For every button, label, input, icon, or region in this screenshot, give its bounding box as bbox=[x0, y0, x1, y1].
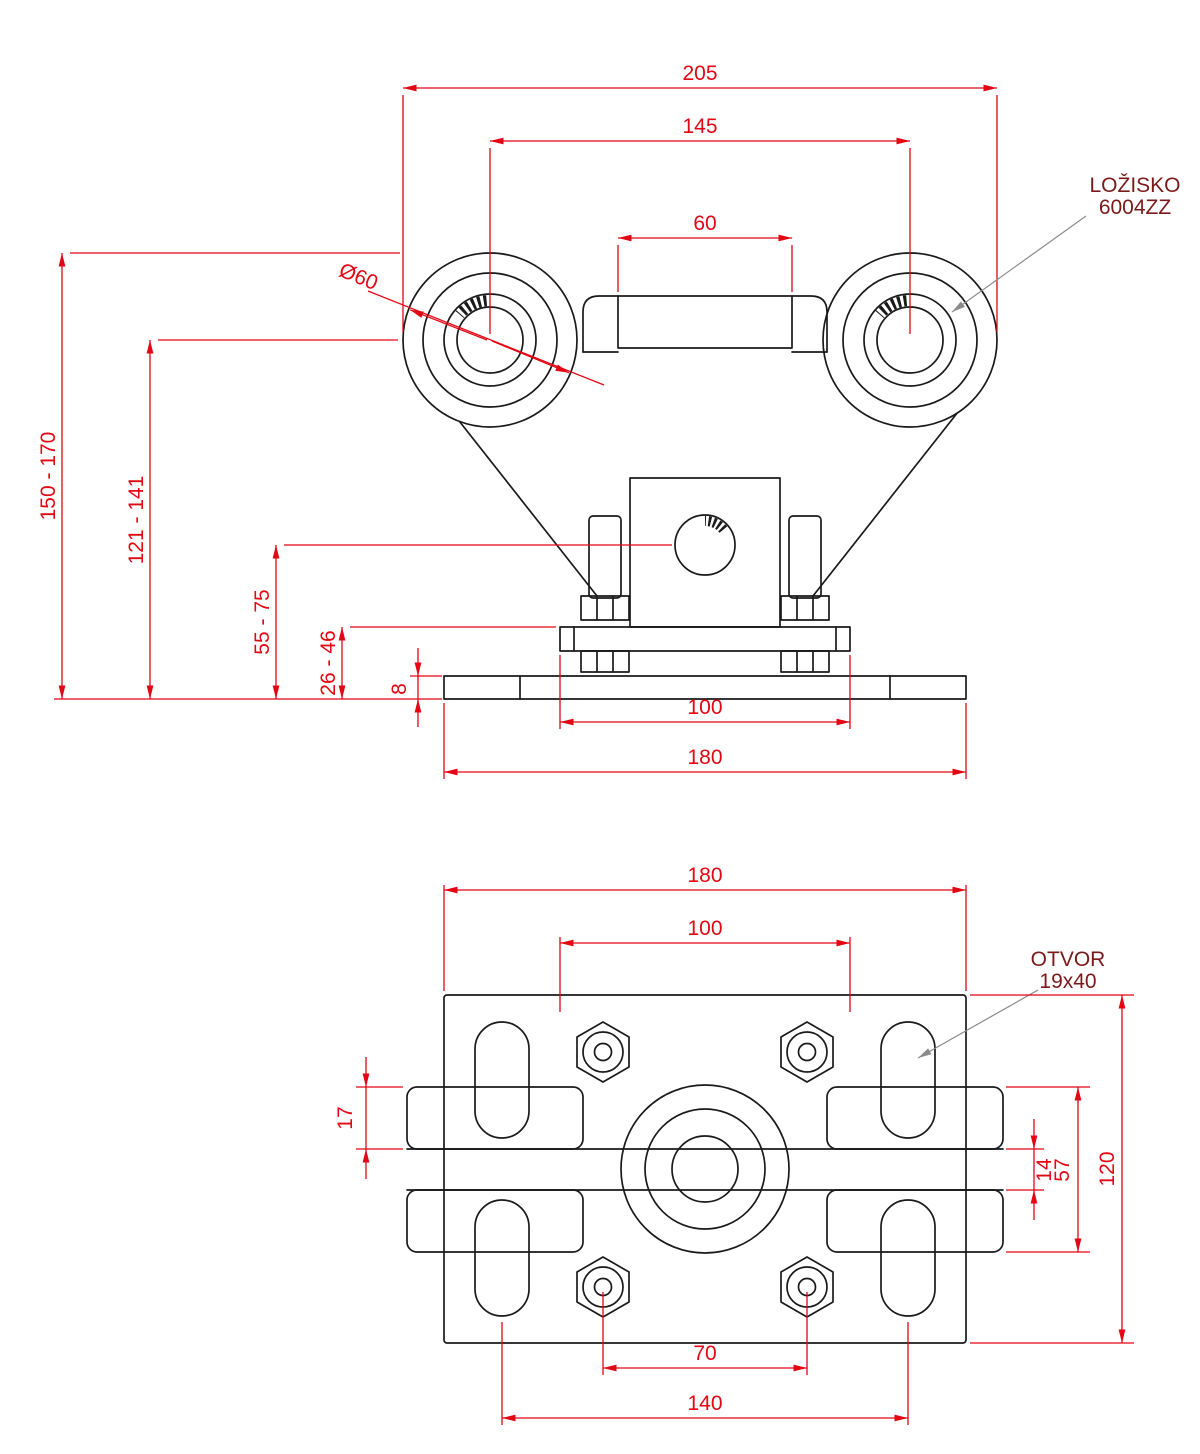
dim-text-26-46: 26 - 46 bbox=[317, 630, 340, 695]
pin-hatch bbox=[704, 516, 728, 534]
dim-width-overall: 205 bbox=[402, 62, 998, 332]
dim-height-total: 150 - 170 bbox=[37, 252, 400, 699]
dim-plate-depth: 120 bbox=[970, 994, 1134, 1344]
bearing-callout: LOŽISKO 6004ZZ bbox=[951, 174, 1181, 313]
top-bracket bbox=[582, 295, 828, 353]
dim-text-150-170: 150 - 170 bbox=[37, 432, 60, 521]
flange-plate bbox=[559, 626, 851, 652]
dim-text-55-75: 55 - 75 bbox=[251, 589, 274, 654]
dim-bars-span: 57 bbox=[1006, 1086, 1090, 1253]
dim-plate-thickness: 8 bbox=[388, 648, 442, 727]
dim-text-205: 205 bbox=[682, 62, 717, 85]
plan-view bbox=[406, 994, 1004, 1344]
frame-diagonal-right bbox=[812, 397, 970, 597]
dim-flange-width-plan: 100 bbox=[559, 917, 851, 1012]
dim-plate-width-plan: 180 bbox=[443, 864, 967, 991]
bearing-label-line2: 6004ZZ bbox=[1099, 196, 1172, 219]
dim-width-slot: 60 bbox=[617, 212, 793, 292]
slot-bottom-left bbox=[474, 1199, 530, 1317]
dim-width-centers: 145 bbox=[489, 115, 911, 334]
dim-slot-spacing: 140 bbox=[501, 1322, 909, 1425]
bearing-hatch-left bbox=[455, 295, 488, 319]
hex-bolts bbox=[576, 1021, 834, 1318]
plan-dimensions: 180 100 OTVOR 19x40 17 14 bbox=[334, 864, 1134, 1425]
hole-label-line1: OTVOR bbox=[1031, 948, 1106, 971]
dim-text-diameter-60: Ø60 bbox=[336, 259, 381, 295]
dim-text-8: 8 bbox=[388, 683, 411, 695]
hole-label-line2: 19x40 bbox=[1039, 970, 1096, 993]
bearing-hatch-right bbox=[875, 295, 908, 319]
pin-hole bbox=[674, 514, 736, 576]
dim-height-pin: 55 - 75 bbox=[251, 544, 672, 699]
dim-text-140: 140 bbox=[687, 1392, 722, 1415]
center-hub bbox=[620, 1084, 790, 1254]
dim-text-14: 14 bbox=[1033, 1158, 1056, 1182]
base-plate bbox=[443, 675, 967, 700]
dim-text-100-front: 100 bbox=[687, 696, 722, 719]
slot-holes bbox=[474, 1021, 936, 1317]
dim-text-180-front: 180 bbox=[687, 746, 722, 769]
bolt-top-left bbox=[576, 1021, 630, 1083]
front-view bbox=[402, 252, 998, 700]
dim-text-100-plan: 100 bbox=[687, 917, 722, 940]
center-block bbox=[629, 477, 781, 628]
hole-leader bbox=[917, 989, 1039, 1059]
dim-text-121-141: 121 - 141 bbox=[125, 476, 148, 565]
stud-left bbox=[580, 515, 630, 621]
dim-plate-width-front: 180 bbox=[443, 703, 967, 779]
dim-height-flange: 26 - 46 bbox=[317, 626, 556, 699]
dim-text-180-plan: 180 bbox=[687, 864, 722, 887]
axle-band bbox=[406, 1148, 1004, 1191]
hole-callout: OTVOR 19x40 bbox=[917, 948, 1106, 1059]
dim-text-120: 120 bbox=[1096, 1151, 1119, 1186]
front-dimensions: 205 145 60 Ø60 150 - 170 bbox=[37, 62, 1181, 779]
dim-text-57: 57 bbox=[1051, 1158, 1074, 1181]
dim-height-axle: 121 - 141 bbox=[125, 339, 398, 699]
dim-band-width: 14 bbox=[1006, 1119, 1056, 1220]
slot-bottom-right bbox=[880, 1199, 936, 1317]
bolt-top-right bbox=[780, 1021, 834, 1083]
bearing-leader bbox=[951, 215, 1087, 313]
dim-text-60: 60 bbox=[693, 212, 716, 235]
lower-nuts bbox=[580, 650, 830, 673]
frame-diagonal-left bbox=[440, 397, 598, 597]
slot-top-left bbox=[474, 1021, 530, 1139]
bearing-label-line1: LOŽISKO bbox=[1089, 174, 1180, 197]
dim-text-145: 145 bbox=[682, 115, 717, 138]
dim-text-70: 70 bbox=[693, 1342, 716, 1365]
dim-flange-width-front: 100 bbox=[559, 655, 851, 729]
slot-top-right bbox=[880, 1021, 936, 1139]
side-plates bbox=[406, 1086, 1004, 1253]
plan-plate bbox=[443, 994, 967, 1344]
stud-right bbox=[780, 515, 830, 621]
dim-text-17: 17 bbox=[334, 1106, 357, 1129]
dim-bolt-spacing: 70 bbox=[602, 1292, 808, 1375]
dim-bar-thickness: 17 bbox=[334, 1057, 403, 1179]
